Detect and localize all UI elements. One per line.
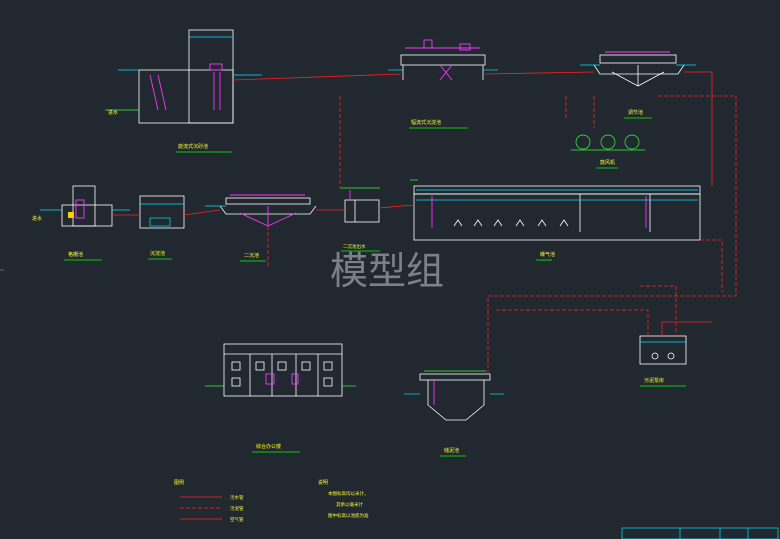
grit-screen-room-label: 格栅池 [68, 251, 83, 258]
settling-tank-label: 沉淀池 [150, 250, 165, 257]
screen-room-unit [40, 185, 130, 227]
legend-item-air: 空气管 [230, 516, 244, 523]
top-clarifier-unit [580, 51, 696, 87]
legend-item-sludge: 污泥管 [230, 505, 244, 512]
small-label-left: 进水 [108, 109, 118, 116]
small-label-top: 进水 [32, 215, 42, 222]
legend: 图例 污水管 污泥管 空气管 [174, 479, 244, 523]
sediment-tank-unit [388, 39, 498, 81]
legend-title: 图例 [174, 479, 184, 486]
regulating-tank-label: 调节池 [628, 109, 643, 116]
fans-label: 鼓风机 [600, 159, 615, 166]
notes-line-3: 图中标高以池底为准 [328, 512, 369, 519]
settling-tank-unit [139, 195, 185, 229]
legend-item-sewage: 污水管 [230, 494, 244, 501]
sludge-tank-label: 储泥池 [444, 447, 459, 454]
secondary-clarifier-label: 二沉池 [244, 252, 259, 259]
blower-fans [571, 134, 645, 151]
small-label-mid: 二沉池出水 [343, 243, 366, 250]
distribution-box [340, 187, 380, 223]
office-building-label: 综合办公楼 [256, 443, 281, 450]
secondary-clarifier-unit [205, 194, 317, 227]
notes: 说明 本图标高均以米计， 其余以毫米计 图中标高以池底为准 [318, 479, 369, 519]
sludge-tank-unit [404, 370, 504, 421]
sludge-pump-room-unit [639, 335, 687, 365]
pipelines [112, 71, 737, 376]
office-building-unit [205, 343, 356, 397]
sludge-pump-room-label: 污泥泵房 [644, 377, 664, 384]
watermark-text: 模型组 [330, 249, 444, 293]
grit-chamber-unit [105, 29, 262, 124]
notes-line-1: 本图标高均以米计， [328, 490, 369, 497]
diffusers [453, 219, 569, 227]
sediment-tank-label: 辐流式沉淀池 [411, 119, 441, 126]
title-block [621, 527, 779, 539]
aeration-tank-label: 曝气池 [540, 251, 555, 258]
grit-chamber-label: 旋流式沉砂池 [178, 143, 208, 150]
notes-line-2: 其余以毫米计 [336, 501, 363, 508]
aeration-tank-unit [410, 179, 701, 241]
notes-title: 说明 [318, 479, 328, 486]
